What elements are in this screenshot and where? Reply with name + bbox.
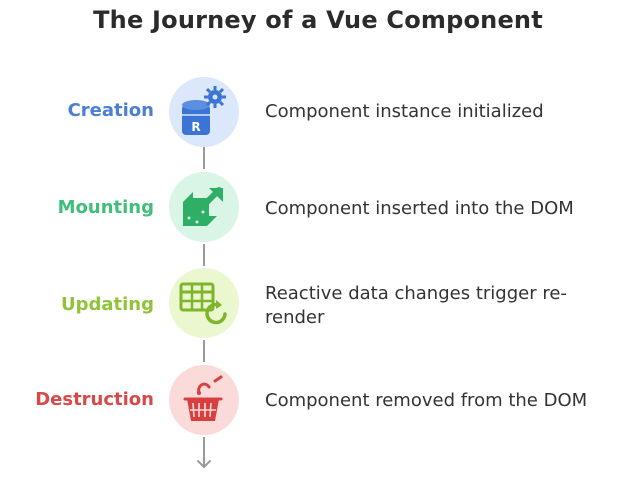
insert-arrow-icon	[183, 187, 223, 226]
connector-line	[203, 340, 205, 362]
diagram-title: The Journey of a Vue Component	[93, 6, 543, 34]
svg-text:R: R	[191, 120, 200, 134]
database-gear-icon: R	[182, 86, 226, 135]
connector-line	[203, 437, 205, 451]
connector-line	[203, 147, 205, 169]
trash-basket-icon	[183, 375, 223, 421]
stage-label-updating: Updating	[60, 294, 154, 315]
stage-label-creation: Creation	[67, 100, 154, 121]
stage-label-mounting: Mounting	[57, 197, 154, 218]
stage-description-mounting: Component inserted into the DOM	[265, 198, 574, 219]
stage-circle-creation: R	[169, 77, 239, 147]
table-refresh-icon	[179, 282, 227, 325]
connector-line	[203, 244, 205, 266]
stage-label-destruction: Destruction	[35, 389, 154, 410]
stage-circle-updating	[169, 268, 239, 338]
stage-description-destruction: Component removed from the DOM	[265, 390, 588, 411]
stage-circle-destruction	[169, 365, 239, 435]
stage-description-creation: Component instance initialized	[265, 101, 544, 122]
stage-circle-mounting	[169, 172, 239, 242]
down-arrow-icon	[197, 448, 211, 468]
stage-description-updating: Reactive data changes trigger re-render	[265, 283, 567, 328]
